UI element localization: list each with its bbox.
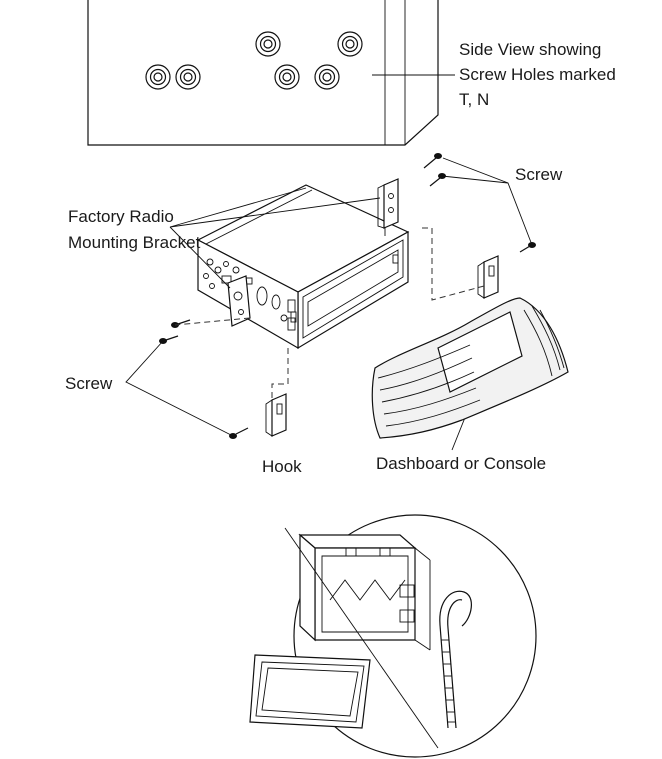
screw-hole xyxy=(255,31,281,57)
screw-bottom xyxy=(229,427,249,439)
screw-label-top: Screw xyxy=(515,165,563,184)
side-view-panel xyxy=(87,0,455,146)
mounting-sleeve xyxy=(298,533,431,651)
screw-right xyxy=(519,242,536,253)
hook-label: Hook xyxy=(262,457,302,476)
factory-bracket-label-line2: Mounting Bracket xyxy=(68,233,201,252)
screw-holes xyxy=(145,31,363,90)
dashboard-console xyxy=(371,297,569,439)
side-view-label-line1: Side View showing xyxy=(459,40,601,59)
hook-right xyxy=(477,255,499,299)
factory-bracket-left xyxy=(227,275,251,327)
metal-strap xyxy=(439,590,472,729)
alignment-line-bottom xyxy=(271,348,289,400)
inset-detail xyxy=(249,514,537,758)
screw-hole xyxy=(145,64,171,90)
hook-bottom xyxy=(265,393,287,437)
trim-ring xyxy=(249,654,371,729)
screw-hole xyxy=(337,31,363,57)
screw-hole xyxy=(314,64,340,90)
screw-hole xyxy=(274,64,300,90)
screw-left-leader xyxy=(125,340,234,437)
screw-top-2 xyxy=(429,173,446,187)
screw-label-left: Screw xyxy=(65,374,113,393)
screw-hole xyxy=(175,64,201,90)
radio-chassis xyxy=(196,184,410,350)
factory-bracket-label-line1: Factory Radio xyxy=(68,207,174,226)
dashboard-label: Dashboard or Console xyxy=(376,454,546,473)
factory-bracket-top xyxy=(377,178,399,229)
side-view-label-line3: T, N xyxy=(459,90,489,109)
alignment-line-right xyxy=(422,227,485,301)
screw-top-1 xyxy=(423,153,442,169)
side-view-label-line2: Screw Holes marked xyxy=(459,65,616,84)
